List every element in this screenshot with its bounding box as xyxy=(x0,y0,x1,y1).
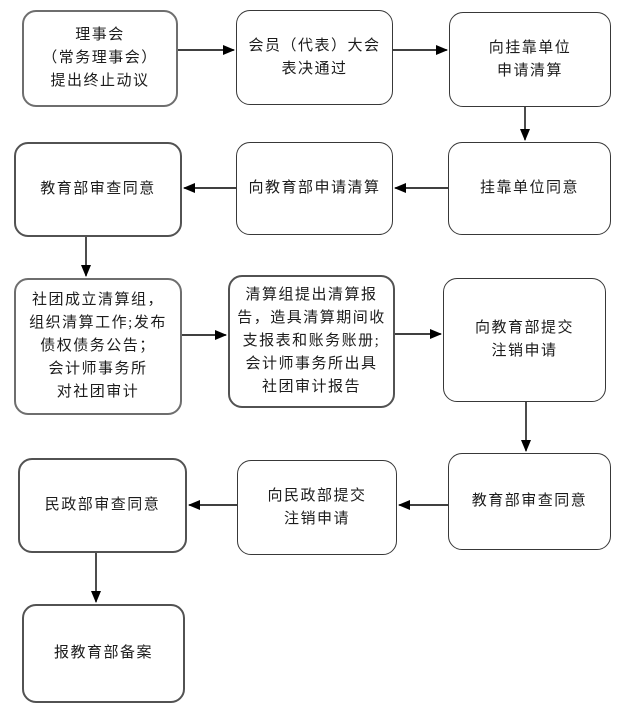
flow-node-moe-review-approval-1: 教育部审查同意 xyxy=(14,142,182,237)
flow-node-mca-review-approval: 民政部审查同意 xyxy=(18,458,187,553)
flow-node-label: 向挂靠单位 申请清算 xyxy=(488,39,572,79)
flow-node-label: 挂靠单位同意 xyxy=(479,180,579,196)
flow-node-label: 向教育部申请清算 xyxy=(248,180,381,196)
flow-node-file-record-moe: 报教育部备案 xyxy=(22,604,185,703)
flow-node-label: 清算组提出清算报 告，造具清算期间收 支报表和账务账册; 会计师事务所出具 社团… xyxy=(237,287,386,395)
flow-node-apply-liquidation-moe: 向教育部申请清算 xyxy=(236,142,393,235)
flow-node-label: 报教育部备案 xyxy=(53,645,153,661)
flow-node-board-termination-motion: 理事会 （常务理事会） 提出终止动议 xyxy=(22,10,178,107)
flow-node-label: 理事会 （常务理事会） 提出终止动议 xyxy=(42,27,158,89)
flow-node-liquidation-report: 清算组提出清算报 告，造具清算期间收 支报表和账务账册; 会计师事务所出具 社团… xyxy=(228,275,395,408)
flow-node-moe-review-approval-2: 教育部审查同意 xyxy=(448,453,611,550)
flow-node-label: 会员（代表）大会 表决通过 xyxy=(248,37,381,77)
flow-node-submit-deregistration-mca: 向民政部提交 注销申请 xyxy=(237,460,397,555)
flow-node-apply-liquidation-host: 向挂靠单位 申请清算 xyxy=(449,12,611,107)
flow-node-host-unit-approval: 挂靠单位同意 xyxy=(448,142,611,235)
flow-node-label: 教育部审查同意 xyxy=(471,493,588,509)
flow-node-liquidation-group-setup: 社团成立清算组， 组织清算工作;发布 债权债务公告； 会计师事务所 对社团审计 xyxy=(14,278,182,415)
flow-node-label: 向教育部提交 注销申请 xyxy=(474,320,574,359)
flow-node-label: 社团成立清算组， 组织清算工作;发布 债权债务公告； 会计师事务所 对社团审计 xyxy=(29,292,167,400)
flow-node-label: 教育部审查同意 xyxy=(40,181,156,197)
flow-node-label: 民政部审查同意 xyxy=(44,497,161,513)
flow-node-member-congress-vote: 会员（代表）大会 表决通过 xyxy=(236,10,393,105)
flow-node-label: 向民政部提交 注销申请 xyxy=(267,487,367,527)
flow-node-submit-deregistration-moe: 向教育部提交 注销申请 xyxy=(443,278,606,402)
